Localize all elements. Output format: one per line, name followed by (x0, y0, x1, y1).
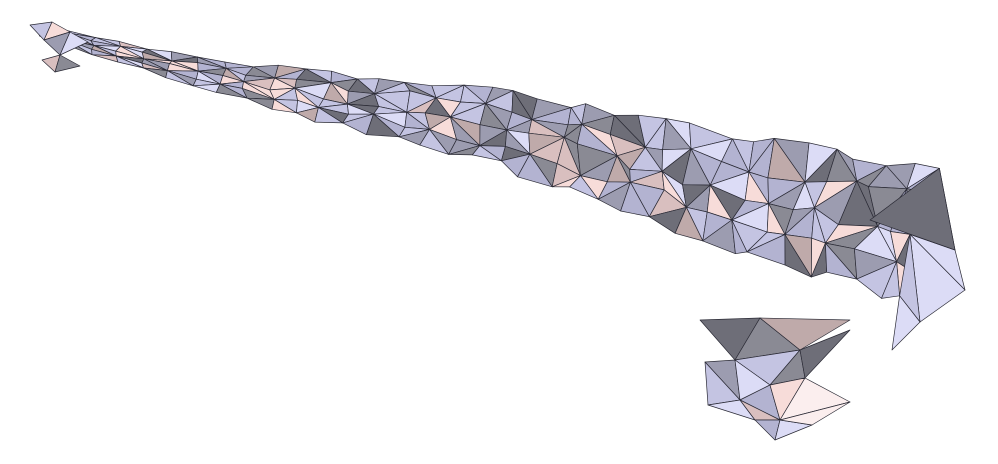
mesh-face (825, 242, 858, 280)
mesh-face (54, 54, 81, 73)
mesh-face (59, 31, 89, 56)
mesh-face (517, 153, 553, 188)
mesh-face (569, 175, 599, 200)
mesh-face (314, 107, 344, 124)
mesh-face (731, 219, 748, 255)
mesh-face (779, 401, 851, 426)
mesh-face (192, 83, 221, 93)
mesh-face (115, 55, 144, 69)
mesh-face (366, 113, 400, 138)
mesh-face (246, 97, 275, 110)
mesh-face (471, 145, 502, 162)
mesh-face (271, 99, 297, 114)
mesh-face (759, 317, 851, 351)
mesh-face (215, 83, 248, 99)
mesh-face (91, 54, 119, 63)
mesh-face (891, 295, 921, 351)
mesh-face (799, 329, 851, 379)
mesh-face (784, 234, 812, 278)
mesh-face (881, 261, 900, 299)
mesh-face (165, 70, 194, 87)
mesh-face (419, 129, 450, 155)
mesh-face (674, 206, 704, 242)
mesh-face (620, 181, 650, 218)
mesh-face (869, 168, 956, 251)
